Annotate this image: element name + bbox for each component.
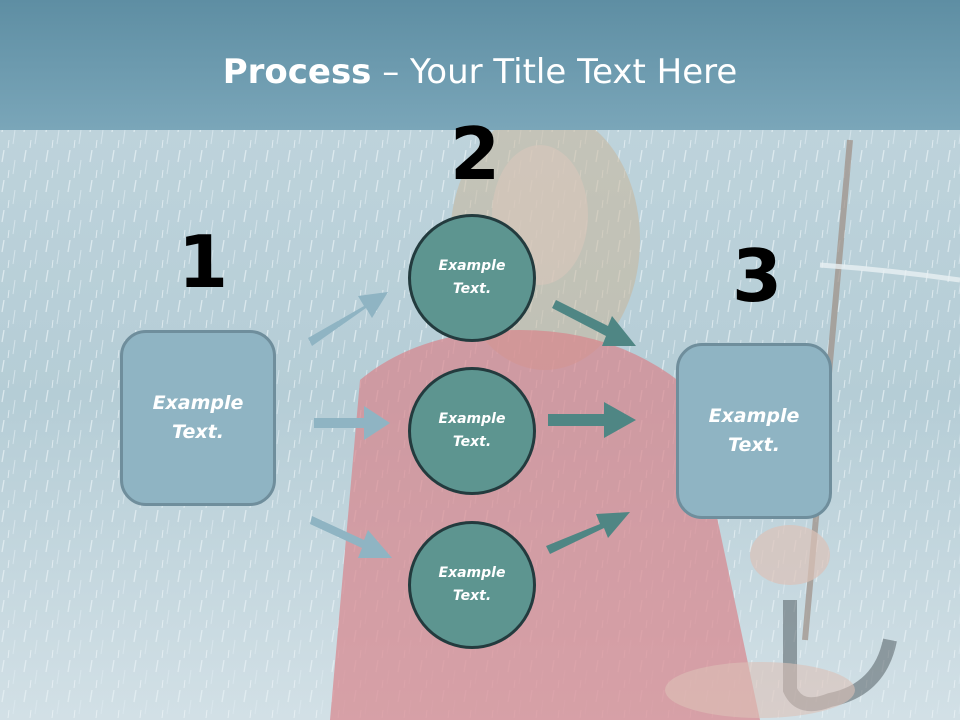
title-band [0, 0, 960, 130]
step-1-box[interactable]: Example Text. [120, 330, 276, 506]
step-3-box-text: Example Text. [708, 405, 800, 456]
circle-text-middle: Example Text. [438, 411, 506, 450]
step-number-2: 2 [450, 112, 501, 196]
arrow-1-to-bottom [310, 516, 392, 558]
step-number-3: 3 [732, 234, 783, 318]
step-2-circle-top[interactable]: Example Text. [408, 214, 536, 342]
circle-text-bottom: Example Text. [438, 565, 506, 604]
arrow-1-to-top [308, 292, 388, 346]
arrow-top-to-3 [552, 300, 636, 346]
step-2-circle-middle[interactable]: Example Text. [408, 367, 536, 495]
circle-text-top: Example Text. [438, 258, 506, 297]
step-2-circle-bottom[interactable]: Example Text. [408, 521, 536, 649]
arrow-bottom-to-3 [546, 512, 630, 554]
step-1-box-text: Example Text. [152, 392, 244, 443]
arrow-1-to-middle [314, 406, 390, 440]
step-3-box[interactable]: Example Text. [676, 343, 832, 519]
slide-title[interactable]: Process – Your Title Text Here [0, 52, 960, 92]
title-bold: Process [222, 52, 372, 92]
title-rest: – Your Title Text Here [371, 52, 738, 92]
step-number-1: 1 [178, 220, 229, 304]
arrow-middle-to-3 [548, 402, 636, 438]
